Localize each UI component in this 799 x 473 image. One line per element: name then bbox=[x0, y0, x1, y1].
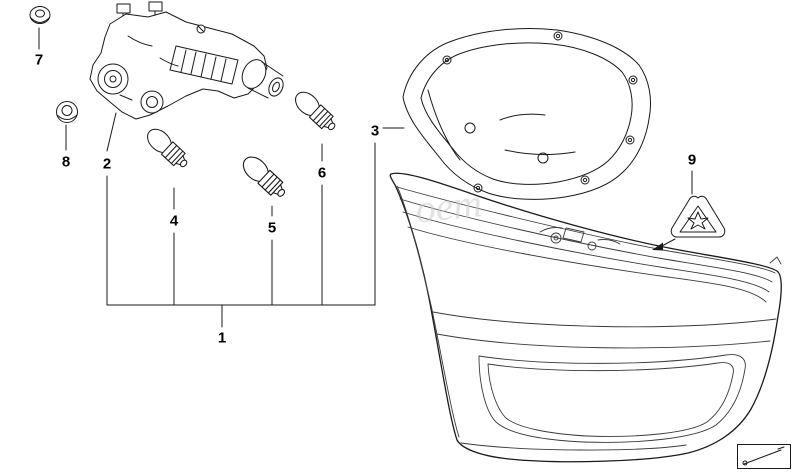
part-label-7: 7 bbox=[32, 51, 46, 69]
tail-light-part1-drawing bbox=[389, 172, 782, 463]
part-label-5: 5 bbox=[265, 219, 279, 237]
warning-triangle-icon bbox=[670, 195, 726, 238]
nut-part8-drawing bbox=[56, 101, 78, 123]
part-label-9: 9 bbox=[685, 151, 699, 169]
bulb-part4-drawing bbox=[142, 124, 193, 173]
part-label-2: 2 bbox=[100, 155, 114, 173]
bulb-part6-drawing bbox=[290, 87, 341, 136]
part-label-4: 4 bbox=[167, 212, 181, 230]
gasket-part3-drawing bbox=[402, 27, 652, 200]
callout-lines bbox=[38, 27, 693, 328]
part-label-8: 8 bbox=[59, 153, 73, 171]
part-label-1: 1 bbox=[215, 329, 229, 347]
part-label-3: 3 bbox=[368, 122, 382, 140]
grommet-part7-drawing bbox=[29, 6, 51, 24]
pointer-arrow-icon bbox=[652, 238, 676, 251]
part-label-6: 6 bbox=[315, 164, 329, 182]
diagram-locator-icon bbox=[737, 444, 791, 469]
bulb-part5-drawing bbox=[238, 151, 291, 203]
bulb-carrier-part2-drawing bbox=[89, 1, 284, 120]
